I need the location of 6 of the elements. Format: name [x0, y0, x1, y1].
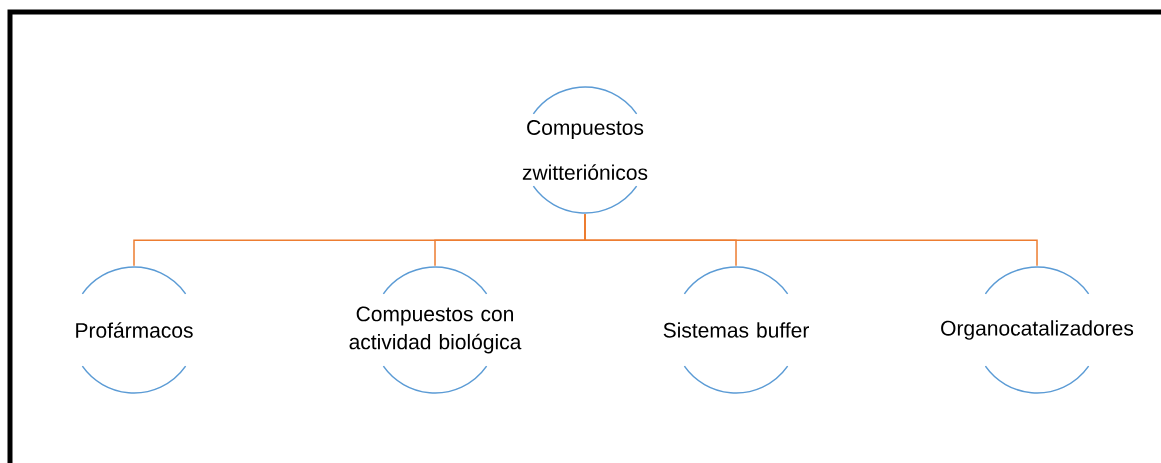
circle-node: Profármacos	[76, 266, 193, 394]
circle-node: Compuestos zwitteriónicos	[522, 86, 648, 214]
circle-node: Organocatalizadores	[941, 266, 1134, 394]
circle-node: Compuestos con actividad biológica	[349, 266, 522, 394]
connector	[584, 213, 1038, 267]
circle-node: Sistemas buffer	[663, 266, 809, 394]
